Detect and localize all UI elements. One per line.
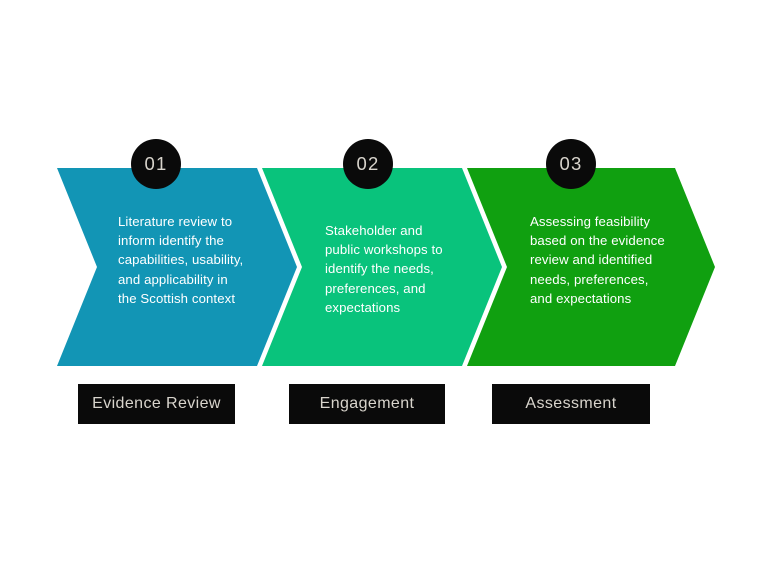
- step-description-2: Stakeholder and public workshops to iden…: [325, 223, 443, 315]
- step-number-badge-2[interactable]: 02: [343, 139, 393, 189]
- step-label-evidence-review[interactable]: Evidence Review: [78, 384, 235, 424]
- step-label-engagement[interactable]: Engagement: [289, 384, 445, 424]
- step-number-text-2: 02: [356, 152, 380, 174]
- step-number-badge-3[interactable]: 03: [546, 139, 596, 189]
- step-description-1: Literature review to inform identify the…: [118, 214, 244, 306]
- step-number-text-1: 01: [144, 152, 168, 174]
- step-label-text-3: Assessment: [525, 395, 617, 412]
- step-description-3: Assessing feasibility based on the evide…: [530, 214, 665, 306]
- step-label-text-2: Engagement: [319, 395, 415, 412]
- chevron-shape-3[interactable]: [467, 168, 715, 366]
- step-number-badge-1[interactable]: 01: [131, 139, 181, 189]
- chevron-shape-1[interactable]: [57, 168, 297, 366]
- chevron-shape-2[interactable]: [262, 168, 502, 366]
- step-number-text-3: 03: [559, 152, 583, 174]
- step-label-text-1: Evidence Review: [92, 395, 221, 412]
- step-label-assessment[interactable]: Assessment: [492, 384, 650, 424]
